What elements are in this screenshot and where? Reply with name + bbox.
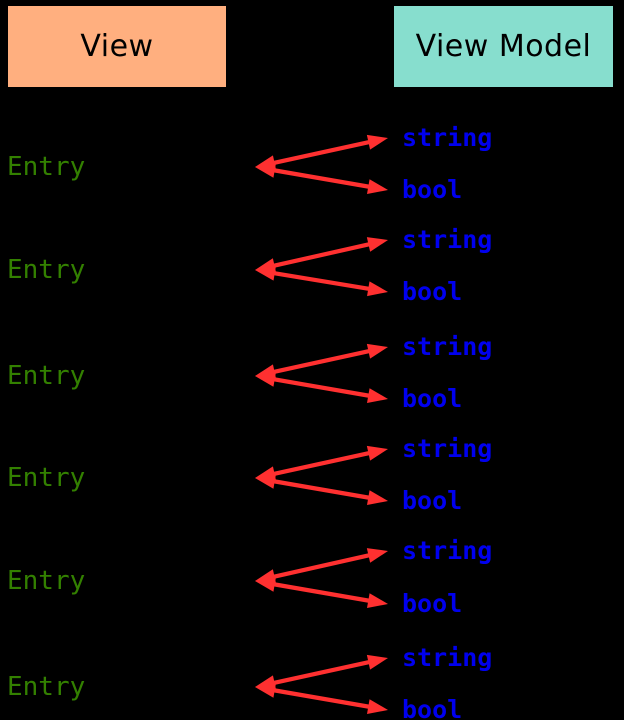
string-type-label-4: string [402,434,493,463]
binding-arrow-bool-3 [255,372,388,403]
binding-arrow-bool-5 [255,577,388,608]
bool-type-label-4: bool [402,486,463,515]
binding-arrow-bool-2 [255,265,388,297]
bool-type-label-3: bool [402,384,463,413]
binding-arrow-bool-1 [255,163,388,194]
bool-type-label-5: bool [402,589,463,618]
entry-label-1: Entry [7,152,86,182]
binding-arrow-string-1 [255,134,388,171]
binding-arrow-string-6 [255,654,388,691]
entry-label-4: Entry [7,463,86,493]
view-model-header-box: View Model [394,6,613,87]
entry-label-5: Entry [7,566,86,596]
entry-label-3: Entry [7,361,86,391]
binding-arrow-string-3 [255,343,388,380]
view-header-box: View [8,6,226,87]
string-type-label-1: string [402,123,493,152]
string-type-label-2: string [402,225,493,254]
entry-label-2: Entry [7,255,86,285]
view-header-label: View [80,29,154,64]
binding-arrow-string-2 [255,237,388,273]
bool-type-label-6: bool [402,695,463,720]
entry-label-6: Entry [7,672,86,702]
view-model-header-label: View Model [415,29,592,64]
bool-type-label-1: bool [402,175,463,204]
string-type-label-6: string [402,643,493,672]
binding-arrow-bool-4 [255,474,388,505]
binding-arrow-string-4 [255,445,388,482]
binding-arrow-bool-6 [255,683,388,714]
bool-type-label-2: bool [402,277,463,306]
string-type-label-3: string [402,332,493,361]
string-type-label-5: string [402,536,493,565]
binding-arrow-string-5 [255,548,388,584]
